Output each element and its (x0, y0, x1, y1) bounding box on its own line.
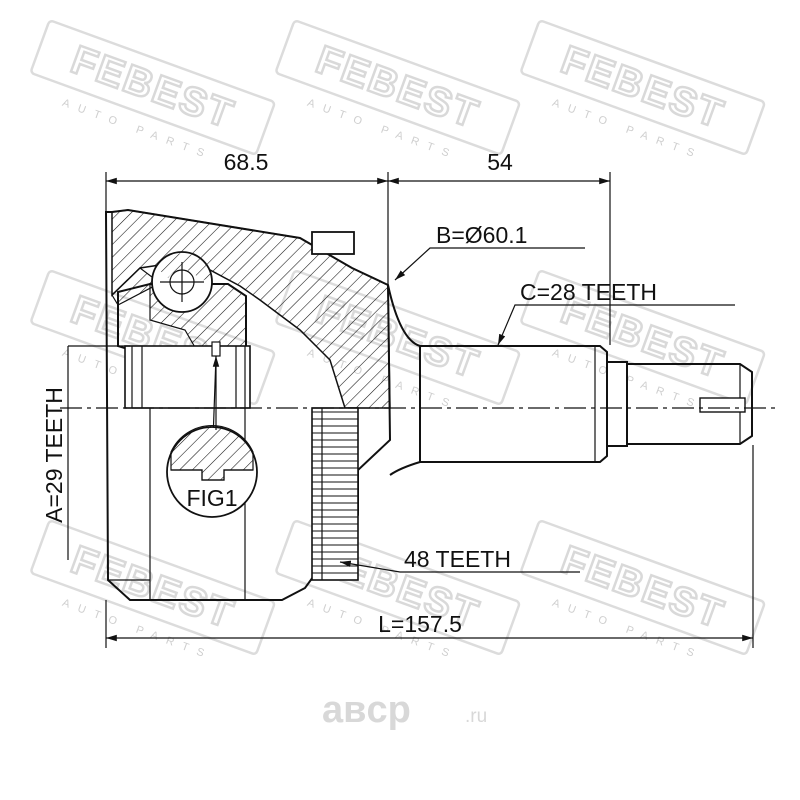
svg-text:FEBEST: FEBEST (555, 38, 730, 137)
brand-watermark: FEBEST AUTO PARTS (30, 520, 276, 663)
dim-bearing-diameter: B=Ø60.1 (436, 222, 527, 248)
brand-watermark: FEBEST AUTO PARTS (520, 520, 766, 663)
dim-total-length: L=157.5 (378, 611, 462, 637)
dim-abs-ring: 48 TEETH (404, 546, 511, 572)
cv-joint-outline: FIG1 (104, 208, 753, 601)
svg-text:FEBEST: FEBEST (65, 538, 240, 637)
svg-text:FEBEST: FEBEST (65, 38, 240, 137)
svg-text:.ru: .ru (465, 706, 487, 727)
dimension-labels: 68.5 54 B=Ø60.1 C=28 TEETH 48 TEETH L=15… (41, 149, 657, 637)
brand-watermark: FEBEST AUTO PARTS (275, 520, 521, 663)
dim-outer-length: 68.5 (224, 149, 269, 175)
dimension-lines (67, 172, 754, 648)
dim-shaft-spline: C=28 TEETH (520, 279, 657, 305)
svg-text:FEBEST: FEBEST (310, 38, 485, 137)
site-watermark: aвcp .ru (322, 689, 487, 731)
svg-text:aвcp: aвcp (322, 689, 411, 731)
svg-text:FEBEST: FEBEST (555, 538, 730, 637)
dim-inner-spline: A=29 TEETH (41, 387, 67, 523)
brand-watermark: FEBEST AUTO PARTS (275, 20, 521, 163)
dim-stub-length: 54 (487, 149, 513, 175)
figure-label: FIG1 (186, 485, 237, 511)
brand-watermark: FEBEST AUTO PARTS (520, 20, 766, 163)
